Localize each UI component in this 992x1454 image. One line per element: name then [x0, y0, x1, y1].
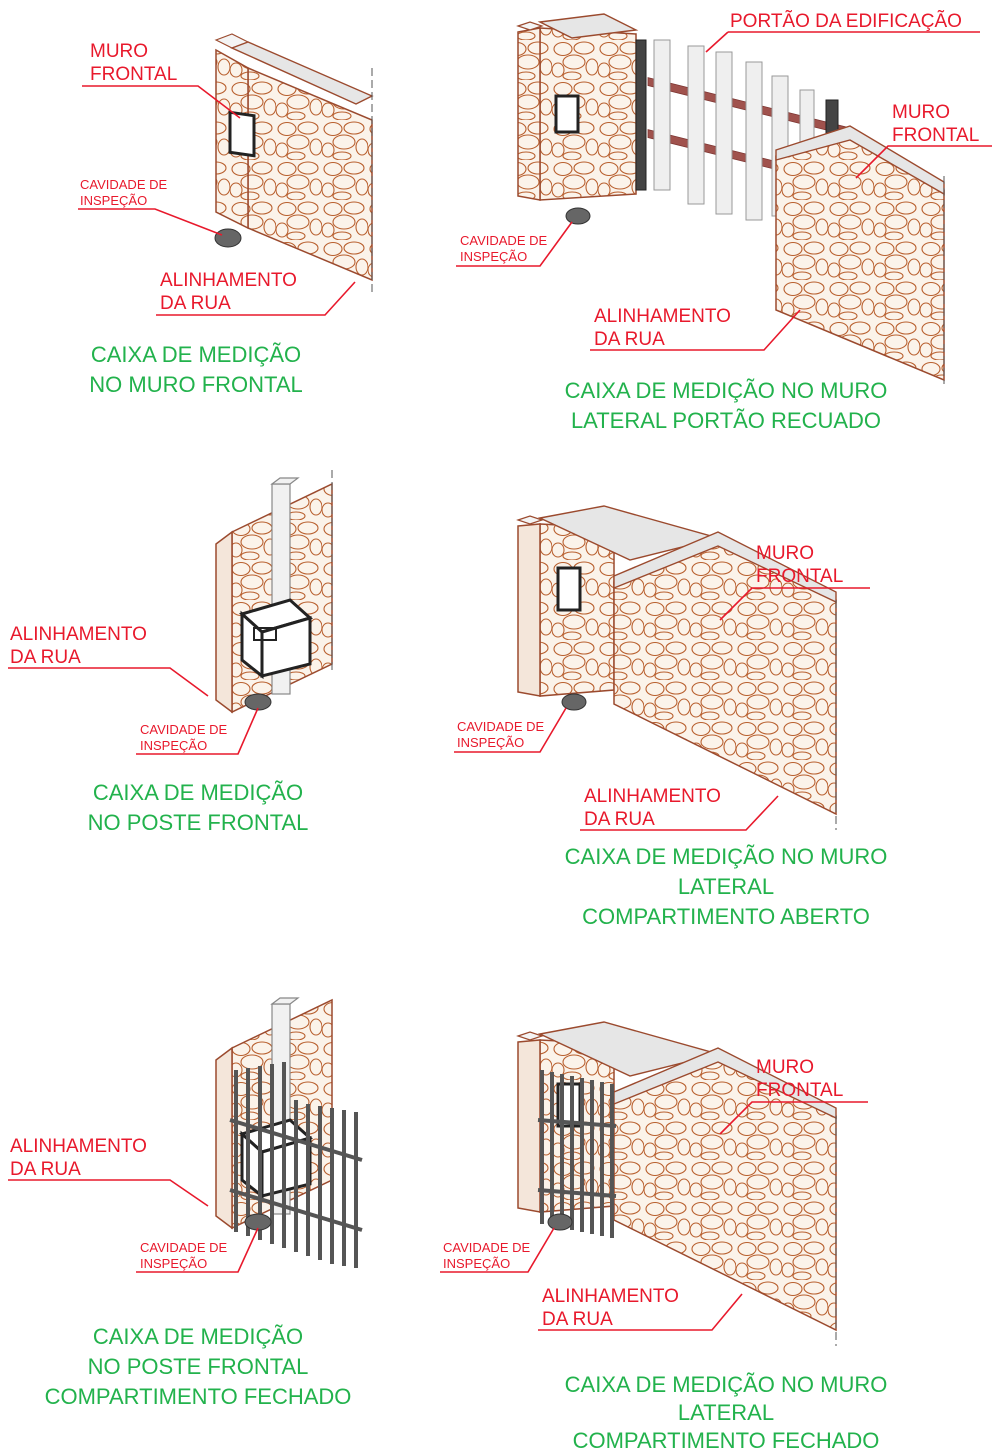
cavidade-leader [456, 221, 573, 267]
wall-drawing [516, 505, 837, 830]
muro-leader [719, 1101, 868, 1135]
inspection-pit [565, 207, 591, 225]
portao-leader [705, 31, 729, 53]
muro-leader [855, 145, 992, 179]
portao-label: PORTÃO DA EDIFICAÇÃO [730, 10, 962, 32]
muro-leader [719, 587, 870, 621]
alinhamento-leader [8, 667, 209, 697]
post-drawing [215, 470, 333, 714]
grille [229, 1062, 363, 1268]
inspection-pit [547, 1213, 573, 1231]
alinhamento-leader [156, 281, 356, 316]
alinhamento-leader [580, 795, 779, 831]
inspection-pit [214, 228, 242, 248]
cavidade-leader [136, 1227, 259, 1273]
inspection-pit [244, 693, 272, 711]
cavidade-leader [454, 707, 567, 753]
muro-leader [82, 85, 241, 119]
grille [537, 1070, 617, 1238]
alinhamento-leader [590, 309, 801, 351]
inspection-pit [561, 693, 587, 711]
wall-drawing [516, 1021, 837, 1346]
alinhamento-leader [8, 1179, 209, 1207]
wall-drawing [516, 13, 945, 384]
cavidade-leader [136, 707, 259, 755]
cavidade-leader [440, 1227, 555, 1273]
alinhamento-leader [538, 1293, 743, 1331]
post-drawing [215, 997, 363, 1268]
wall-drawing [214, 33, 374, 292]
inspection-pit [244, 1213, 272, 1231]
cavidade-leader [78, 208, 223, 236]
